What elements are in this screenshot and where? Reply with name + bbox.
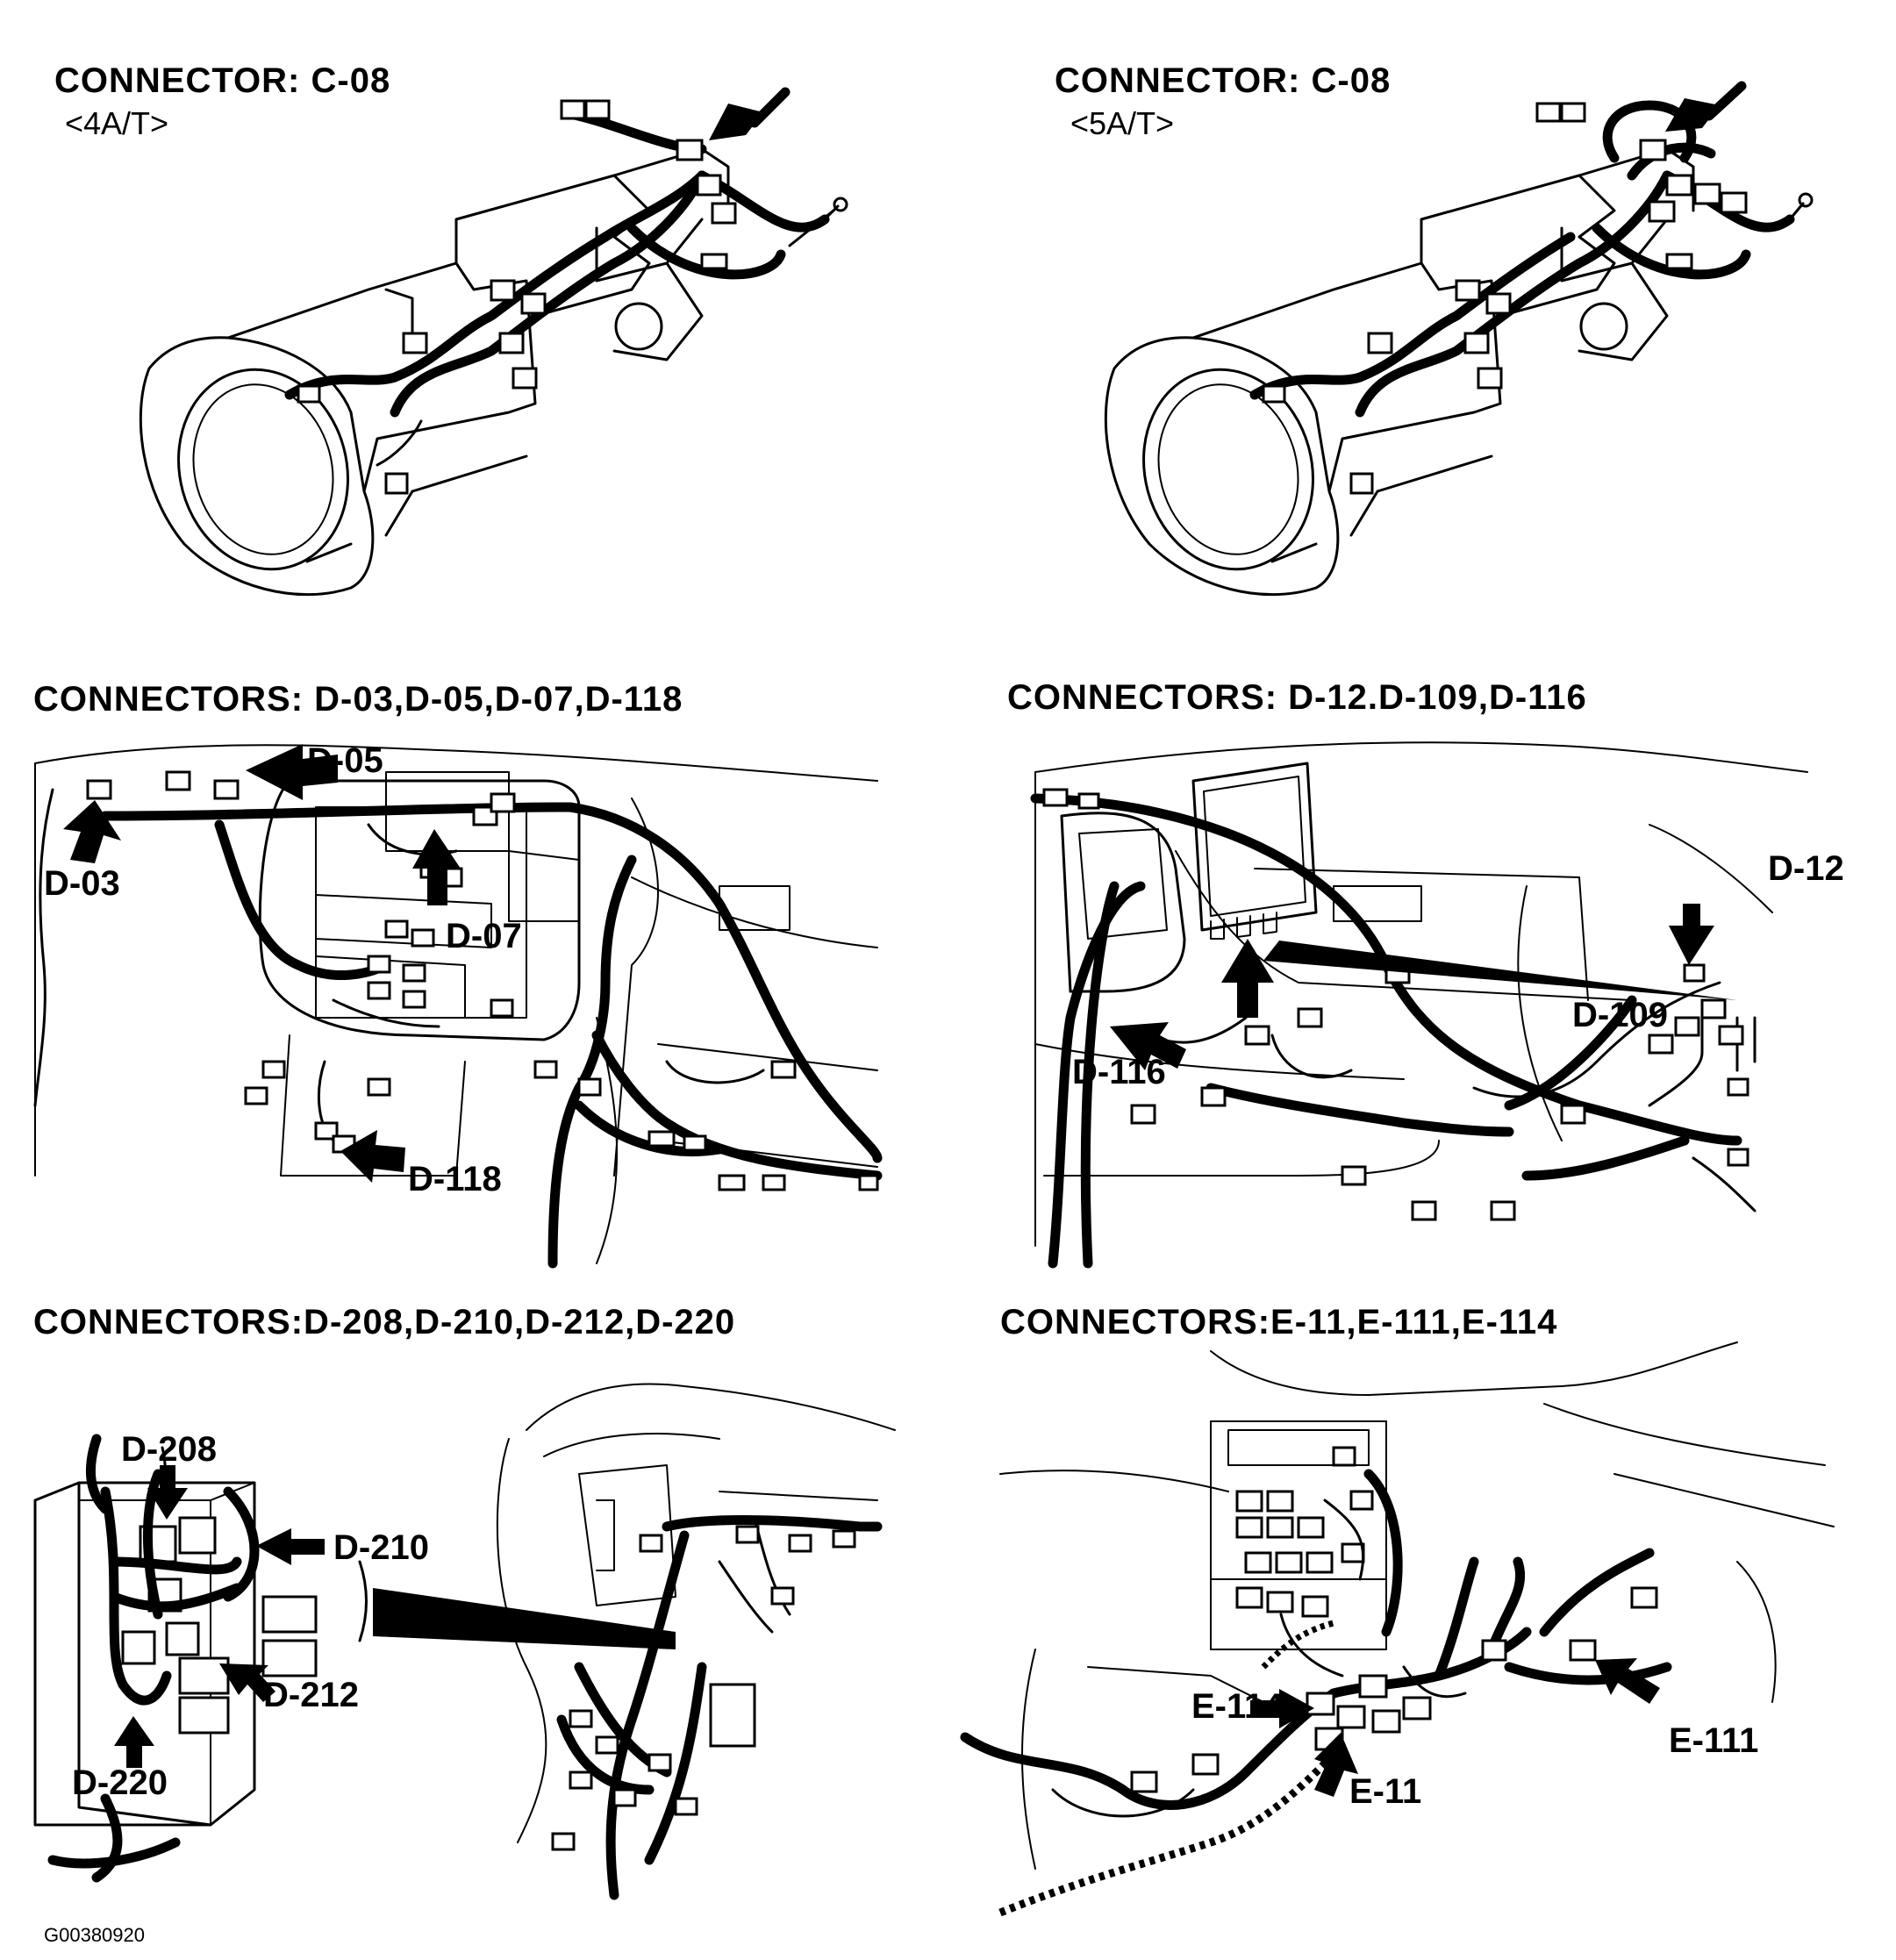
callout-arrow-d210-icon bbox=[256, 1528, 325, 1565]
callout-arrow-d07-icon bbox=[412, 829, 461, 905]
callout-arrow-d03-icon bbox=[63, 800, 121, 863]
callout-arrow-e11-icon bbox=[1314, 1733, 1358, 1797]
dash-left-drawing bbox=[33, 744, 883, 1269]
callout-arrow-d109-icon bbox=[1221, 939, 1274, 1018]
label-e114: E-114 bbox=[1191, 1687, 1284, 1726]
dash-right-drawing bbox=[1030, 741, 1808, 1269]
transmission-5at-drawing bbox=[1104, 81, 1814, 597]
callout-arrow-e114-icon bbox=[1250, 1689, 1314, 1728]
pointer-d109-icon bbox=[1263, 941, 1737, 1000]
panel-subtitle: <5A/T> bbox=[1070, 105, 1175, 141]
label-d109: D-109 bbox=[1572, 996, 1668, 1034]
callout-arrow-d05-icon bbox=[246, 744, 338, 800]
callout-arrow-d220-icon bbox=[114, 1716, 154, 1768]
panel-c08-4at: CONNECTOR: C-08 <4A/T> bbox=[0, 0, 948, 649]
panel-subtitle: <4A/T> bbox=[65, 105, 169, 141]
label-d212: D-212 bbox=[263, 1676, 359, 1714]
label-d220: D-220 bbox=[72, 1763, 168, 1802]
callout-arrow-d208-icon bbox=[147, 1465, 188, 1520]
callout-arrow-icon bbox=[1665, 98, 1720, 132]
panel-title: CONNECTOR: C-08 bbox=[1055, 61, 1392, 100]
panel-title: CONNECTORS:E-11,E-111,E-114 bbox=[1000, 1303, 1558, 1341]
label-d12: D-12 bbox=[1768, 849, 1844, 888]
callout-arrow-d118-icon bbox=[340, 1130, 405, 1183]
panel-c08-5at: CONNECTOR: C-08 <5A/T> bbox=[948, 0, 1896, 649]
figure-id: G00380920 bbox=[44, 1924, 145, 1946]
callout-arrow-icon bbox=[709, 104, 763, 140]
callout-arrow-e111-icon bbox=[1595, 1658, 1660, 1704]
callout-arrow-d116-icon bbox=[1110, 1022, 1186, 1070]
panel-d-dash-left: CONNECTORS: D-03,D-05,D-07,D-118 bbox=[0, 649, 948, 1298]
pointer-junction-icon bbox=[373, 1588, 676, 1649]
label-d210: D-210 bbox=[333, 1528, 429, 1567]
panel-d-dash-right: CONNECTORS: D-12.D-109,D-116 bbox=[948, 649, 1896, 1298]
label-d116: D-116 bbox=[1072, 1053, 1166, 1091]
label-e11: E-11 bbox=[1349, 1772, 1422, 1811]
label-d05: D-05 bbox=[307, 741, 383, 780]
panel-title: CONNECTORS:D-208,D-210,D-212,D-220 bbox=[33, 1303, 736, 1341]
panel-e-console: CONNECTORS:E-11,E-111,E-114 bbox=[948, 1298, 1896, 1917]
callout-arrow-d12-icon bbox=[1669, 904, 1714, 965]
transmission-4at-drawing bbox=[139, 87, 848, 597]
panel-title: CONNECTORS: D-03,D-05,D-07,D-118 bbox=[33, 680, 683, 719]
label-d118: D-118 bbox=[408, 1160, 502, 1198]
label-d07: D-07 bbox=[446, 917, 522, 955]
callout-arrow-d212-icon bbox=[219, 1663, 275, 1702]
center-console-drawing bbox=[960, 1341, 1835, 1917]
junction-block-drawing bbox=[33, 1383, 896, 1900]
label-d208: D-208 bbox=[121, 1430, 217, 1469]
panel-title: CONNECTOR: C-08 bbox=[54, 61, 391, 100]
label-e111: E-111 bbox=[1669, 1721, 1759, 1760]
panel-title: CONNECTORS: D-12.D-109,D-116 bbox=[1007, 678, 1587, 717]
panel-d-junction: CONNECTORS:D-208,D-210,D-212,D-220 bbox=[0, 1298, 948, 1913]
label-d03: D-03 bbox=[44, 864, 120, 903]
